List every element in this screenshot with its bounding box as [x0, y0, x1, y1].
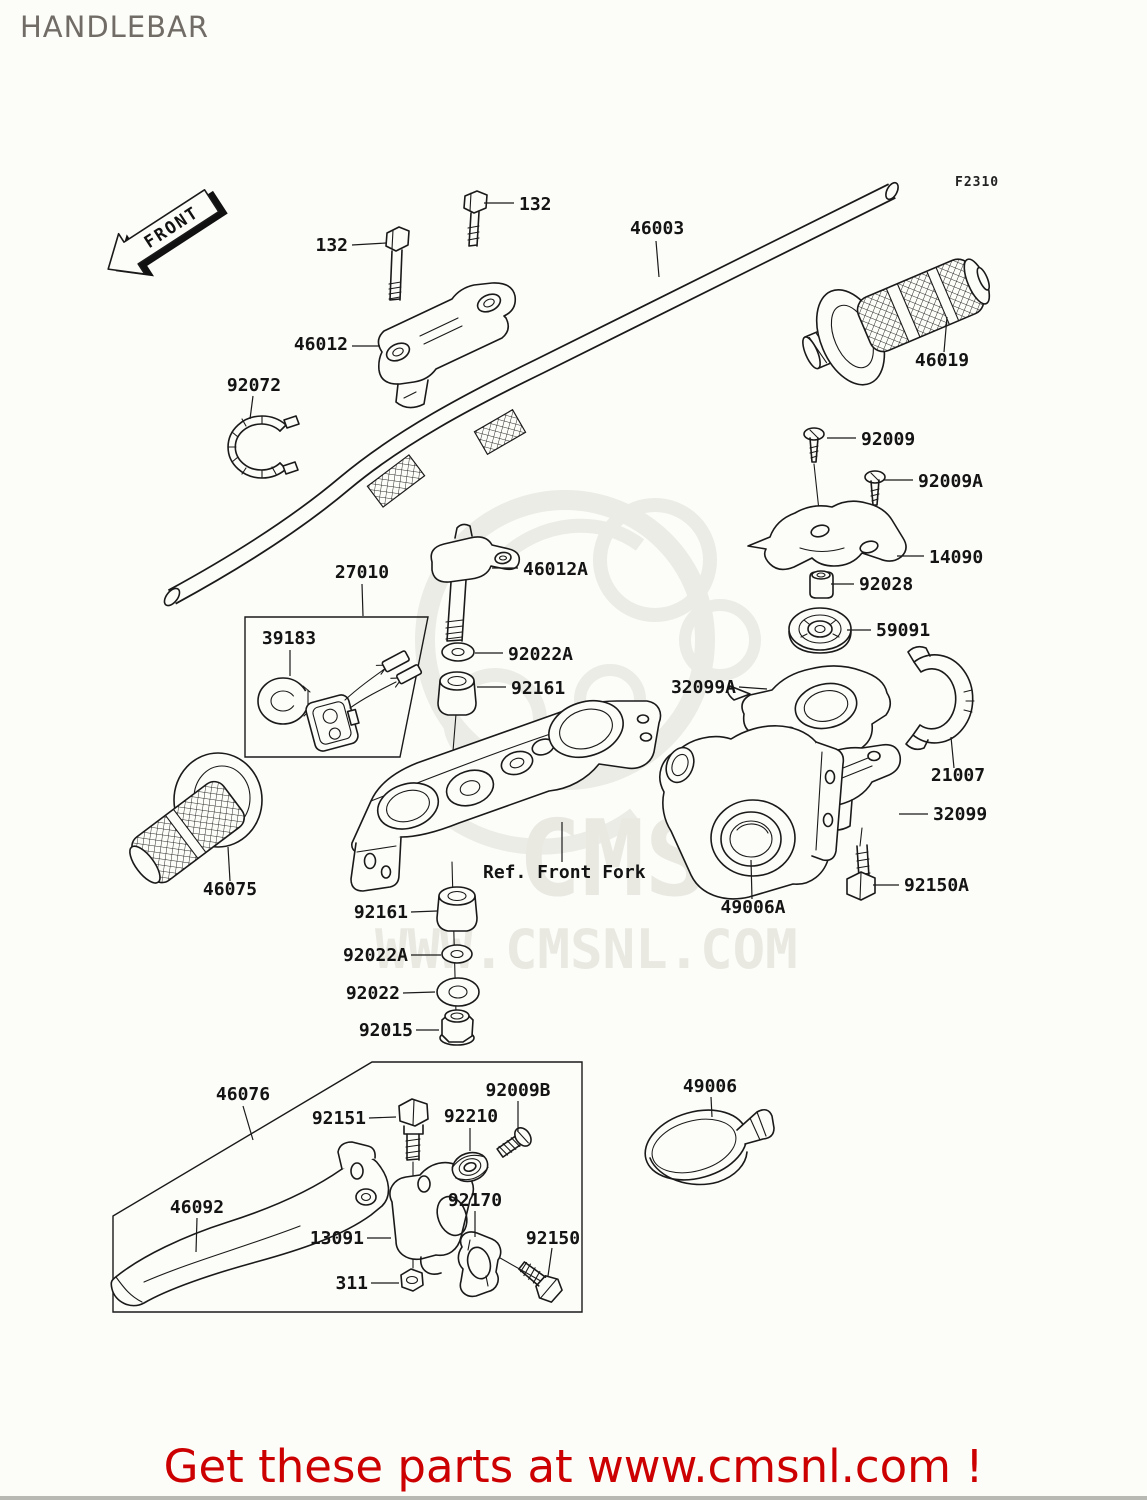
- bottom-edge-strip: [0, 1496, 1147, 1500]
- part-21007-clamp-drawing: [905, 645, 975, 751]
- part-label-13091: 13091: [310, 1228, 364, 1249]
- part-label-46076: 46076: [216, 1084, 270, 1105]
- part-92151-bolt-drawing: [398, 1098, 429, 1161]
- part-label-92151: 92151: [312, 1108, 366, 1129]
- part-132-bolt-top-drawing: [463, 190, 488, 247]
- part-92022-washer-drawing: [436, 977, 480, 1007]
- ref-front-fork-triple-clamp-drawing: [350, 699, 662, 892]
- part-92170-holder-drawing: [457, 1231, 502, 1298]
- part-92009B-screw-drawing: [496, 1127, 532, 1158]
- part-49006A-housing-drawing: [659, 725, 845, 900]
- part-label-132-left: 132: [315, 235, 348, 256]
- part-59091-bearing-drawing: [788, 607, 852, 654]
- part-92210-grommet-drawing: [451, 1151, 489, 1183]
- part-49006-dust-cover-drawing: [644, 1108, 775, 1186]
- part-label-92170: 92170: [448, 1190, 502, 1211]
- part-label-46012: 46012: [294, 334, 348, 355]
- ref-front-fork-label: Ref. Front Fork: [483, 862, 646, 883]
- part-label-132-top: 132: [519, 194, 552, 215]
- page-title: HANDLEBAR: [20, 10, 210, 44]
- part-label-32099A: 32099A: [671, 677, 736, 698]
- part-label-46075: 46075: [203, 879, 257, 900]
- part-label-92072: 92072: [227, 375, 281, 396]
- part-label-92161-upper: 92161: [511, 678, 565, 699]
- part-46019-grip-drawing: [802, 258, 991, 386]
- part-132-bolt-left-drawing: [385, 226, 410, 301]
- part-92022A-lower-washer-drawing: [441, 944, 473, 964]
- part-label-32099: 32099: [933, 804, 987, 825]
- part-number-labels: 132 132 46003 46012 92072 46019 92009 92…: [170, 194, 987, 1294]
- diagram-code: F2310: [955, 175, 999, 190]
- part-311-nut-drawing: [400, 1268, 424, 1292]
- part-14090-holder-drawing: [747, 500, 907, 571]
- part-92028-bushing-drawing: [809, 570, 834, 599]
- part-label-92009A: 92009A: [918, 471, 983, 492]
- part-92150A-bolt-drawing: [846, 844, 876, 901]
- part-label-49006: 49006: [683, 1076, 737, 1097]
- part-92161-upper-damper-drawing: [437, 671, 477, 716]
- part-92009A-screw-drawing: [864, 470, 886, 506]
- front-direction-marker: FRONT: [107, 189, 228, 277]
- part-label-92150A: 92150A: [904, 875, 969, 896]
- part-92015-nut-drawing: [439, 1009, 475, 1046]
- part-46076-group-box: [112, 1061, 583, 1313]
- part-label-27010: 27010: [335, 562, 389, 583]
- leader-lines: [195, 202, 955, 1284]
- part-13091-holder-drawing: [389, 1161, 475, 1275]
- part-label-92022: 92022: [346, 983, 400, 1004]
- part-46012-clamp-drawing: [377, 282, 517, 409]
- part-label-92210: 92210: [444, 1106, 498, 1127]
- part-label-49006A: 49006A: [720, 897, 785, 918]
- part-92022A-upper-washer-drawing: [441, 642, 475, 662]
- part-label-92028: 92028: [859, 574, 913, 595]
- part-92161-lower-damper-drawing: [436, 886, 478, 932]
- part-label-92150: 92150: [526, 1228, 580, 1249]
- part-label-92022A-lower: 92022A: [343, 945, 408, 966]
- part-label-92009B: 92009B: [485, 1080, 550, 1101]
- part-label-46003: 46003: [630, 218, 684, 239]
- part-39183-switch-assembly-drawing: [257, 650, 423, 752]
- watermark-url-text: WWW.CMSNL.COM: [375, 918, 798, 981]
- part-label-46019: 46019: [915, 350, 969, 371]
- part-46092-lever-drawing: [110, 1141, 390, 1307]
- part-label-92009: 92009: [861, 429, 915, 450]
- part-46075-grip-drawing: [129, 752, 263, 884]
- part-label-59091: 59091: [876, 620, 930, 641]
- part-label-14090: 14090: [929, 547, 983, 568]
- part-label-39183: 39183: [262, 628, 316, 649]
- part-92150-bolt-drawing: [518, 1261, 563, 1303]
- part-92072-clamp-band-drawing: [227, 415, 300, 479]
- part-label-311: 311: [335, 1273, 368, 1294]
- part-label-46092: 46092: [170, 1197, 224, 1218]
- part-27010-group-box: [244, 616, 429, 758]
- part-46003-handlebar-drawing: [163, 181, 899, 607]
- part-label-92161-lower: 92161: [354, 902, 408, 923]
- part-label-21007: 21007: [931, 765, 985, 786]
- footer-cta-text: Get these parts at www.cmsnl.com !: [163, 1440, 984, 1493]
- part-label-92015: 92015: [359, 1020, 413, 1041]
- part-label-92022A-upper: 92022A: [508, 644, 573, 665]
- part-92009-screw-drawing: [803, 427, 825, 463]
- part-label-46012A: 46012A: [523, 559, 588, 580]
